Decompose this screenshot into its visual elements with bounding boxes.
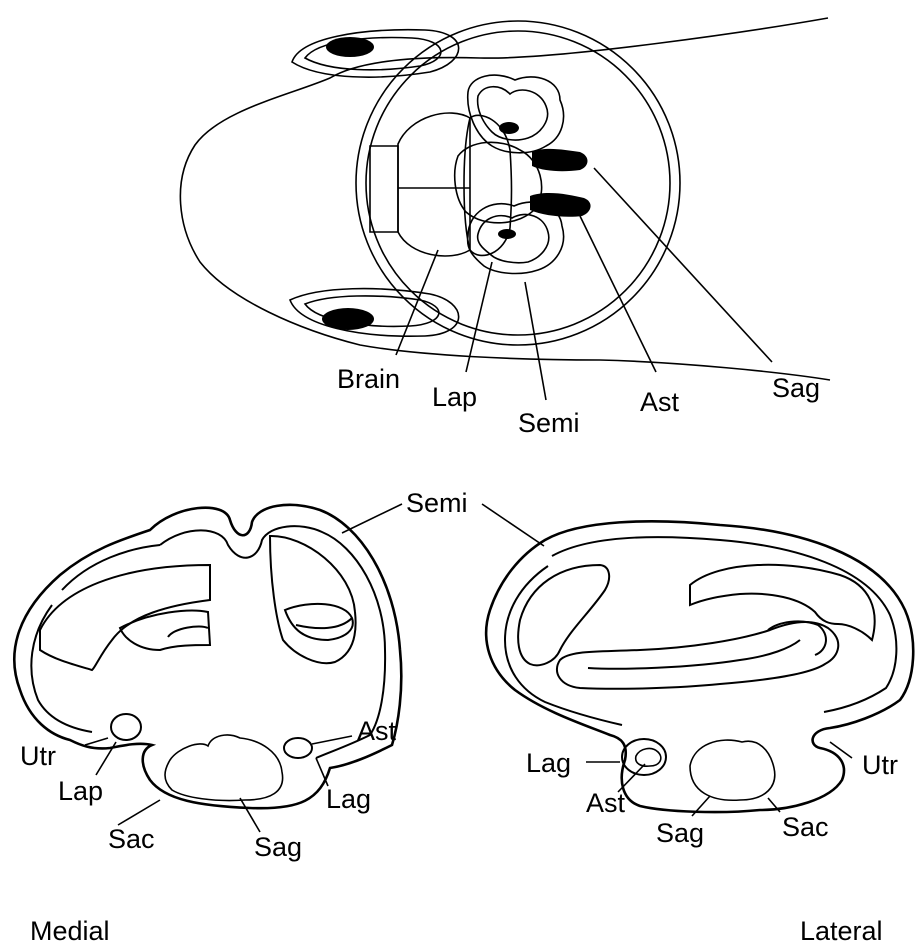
medial-sagitta xyxy=(165,735,283,801)
fish-head-dorsal-view: Brain Lap Semi Ast Sag xyxy=(180,18,830,438)
lateral-lag-label: Lag xyxy=(526,748,571,778)
lateral-asteriscus xyxy=(636,749,661,767)
lower-eye xyxy=(290,289,459,337)
lateral-ast-label: Ast xyxy=(586,788,626,818)
cranium-inner xyxy=(366,31,670,335)
medial-asteriscus xyxy=(284,738,312,758)
cranium-outer xyxy=(356,21,680,345)
lateral-caption: Lateral xyxy=(800,916,883,944)
medial-lag-label: Lag xyxy=(326,784,371,814)
lateral-view: Lag Ast Sag Sac Utr Lateral xyxy=(486,521,913,944)
ast-label: Ast xyxy=(640,387,680,417)
medial-view: Utr Lap Sac Sag Lag Ast Medial xyxy=(14,505,401,944)
upper-eye xyxy=(292,30,459,77)
sag-label: Sag xyxy=(772,373,820,403)
medial-ast-label: Ast xyxy=(357,716,397,746)
medial-utr-label: Utr xyxy=(20,741,56,771)
head-outline xyxy=(180,18,830,380)
lower-labyrinth xyxy=(468,193,591,274)
lap-label: Lap xyxy=(432,382,477,412)
lateral-sagitta xyxy=(690,740,775,800)
lateral-utr-label: Utr xyxy=(862,750,898,780)
medial-sag-label: Sag xyxy=(254,832,302,862)
medial-caption: Medial xyxy=(30,916,110,944)
shared-semi-label: Semi xyxy=(406,488,468,518)
brain-label: Brain xyxy=(337,364,400,394)
semi-label: Semi xyxy=(518,408,580,438)
lateral-lagena-capsule xyxy=(622,739,666,775)
upper-labyrinth xyxy=(468,75,588,171)
medial-utricle xyxy=(111,714,141,740)
lateral-sac-label: Sac xyxy=(782,812,829,842)
lateral-sag-label: Sag xyxy=(656,818,704,848)
shared-semi: Semi xyxy=(342,488,544,546)
medial-lap-label: Lap xyxy=(58,776,103,806)
medial-sac-label: Sac xyxy=(108,824,155,854)
